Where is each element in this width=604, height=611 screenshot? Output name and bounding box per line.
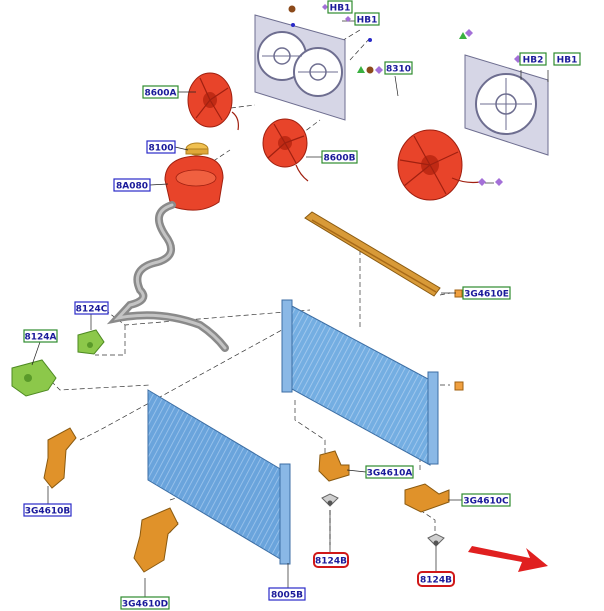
bracket-3G4610D	[133, 507, 179, 573]
label-8124C: 8124C	[76, 305, 108, 315]
radiator-8005B	[147, 389, 291, 565]
label-3G4610B: 3G4610B	[25, 507, 71, 517]
reservoir-8A080	[164, 155, 224, 211]
label-hb2: HB2	[523, 56, 544, 66]
mount-8124C	[77, 329, 105, 355]
fan-8600B	[262, 118, 309, 182]
seal-strip-3G4610E	[304, 211, 441, 297]
connector-square-icon	[454, 289, 463, 298]
coolant-hose	[106, 201, 229, 352]
isolator-8124B-a	[321, 493, 339, 507]
label-8600B: 8600B	[324, 154, 356, 164]
isolator-8124B-b	[427, 533, 445, 547]
label-hb1-right: HB1	[557, 56, 578, 66]
diamond-purple-icon	[345, 16, 351, 22]
label-8124B-b: 8124B	[420, 576, 452, 586]
reservoir-cap-8100	[185, 142, 209, 156]
bracket-3G4610C	[404, 483, 450, 513]
bracket-3G4610B	[43, 427, 77, 489]
fan-shroud-left	[254, 14, 346, 121]
diamond-purple-icon	[478, 178, 486, 186]
diamond-purple-icon	[465, 29, 473, 37]
diamond-purple-icon	[495, 178, 503, 186]
triangle-green-icon	[357, 66, 365, 73]
label-3G4610E: 3G4610E	[464, 290, 509, 300]
label-8310: 8310	[386, 65, 411, 75]
attention-arrow-icon	[468, 546, 548, 572]
label-hb1-a: HB1	[330, 4, 351, 14]
label-hb1-b: HB1	[357, 16, 378, 26]
label-3G4610D: 3G4610D	[122, 600, 168, 610]
label-box	[327, 0, 353, 14]
fan-8600A	[187, 72, 239, 131]
label-8100: 8100	[148, 144, 173, 154]
triangle-green-icon	[459, 32, 467, 39]
fan-right	[397, 129, 481, 201]
label-8124B-a: 8124B	[315, 557, 347, 567]
diamond-purple-icon	[322, 4, 328, 10]
label-8A080: 8A080	[116, 182, 148, 192]
label-3G4610C: 3G4610C	[463, 497, 509, 507]
part-labels: HB1 HB1 8310 HB2 HB1 8600A 8600B 8100 8A…	[23, 0, 581, 610]
label-8600A: 8600A	[144, 89, 176, 99]
label-8124A: 8124A	[24, 333, 56, 343]
mount-8124A	[11, 359, 57, 397]
diamond-purple-icon	[375, 66, 383, 74]
circle-brown-icon	[366, 66, 374, 74]
fan-shroud-right	[464, 54, 549, 156]
circle-brown-icon	[288, 5, 296, 13]
label-3G4610A: 3G4610A	[367, 469, 413, 479]
radiator-front	[281, 299, 439, 466]
bracket-3G4610A	[318, 450, 350, 482]
label-8005B: 8005B	[271, 591, 303, 601]
connector-square-icon	[454, 381, 464, 391]
